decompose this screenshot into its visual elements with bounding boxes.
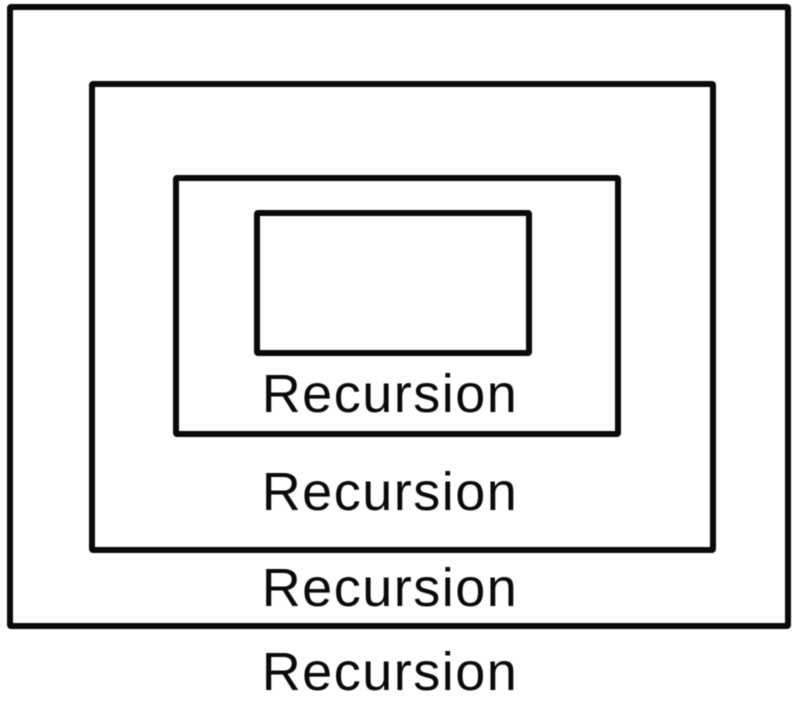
recursion-label-innermost: Recursion (261, 364, 519, 424)
recursion-label-level-3: Recursion (261, 462, 519, 522)
recursion-label-level-2: Recursion (261, 558, 519, 618)
recursion-box-level-3 (173, 175, 621, 437)
recursion-box-level-2 (89, 81, 716, 553)
recursion-box-outermost (7, 4, 791, 629)
recursion-box-innermost (254, 210, 532, 356)
recursion-label-outermost: Recursion (261, 642, 519, 702)
